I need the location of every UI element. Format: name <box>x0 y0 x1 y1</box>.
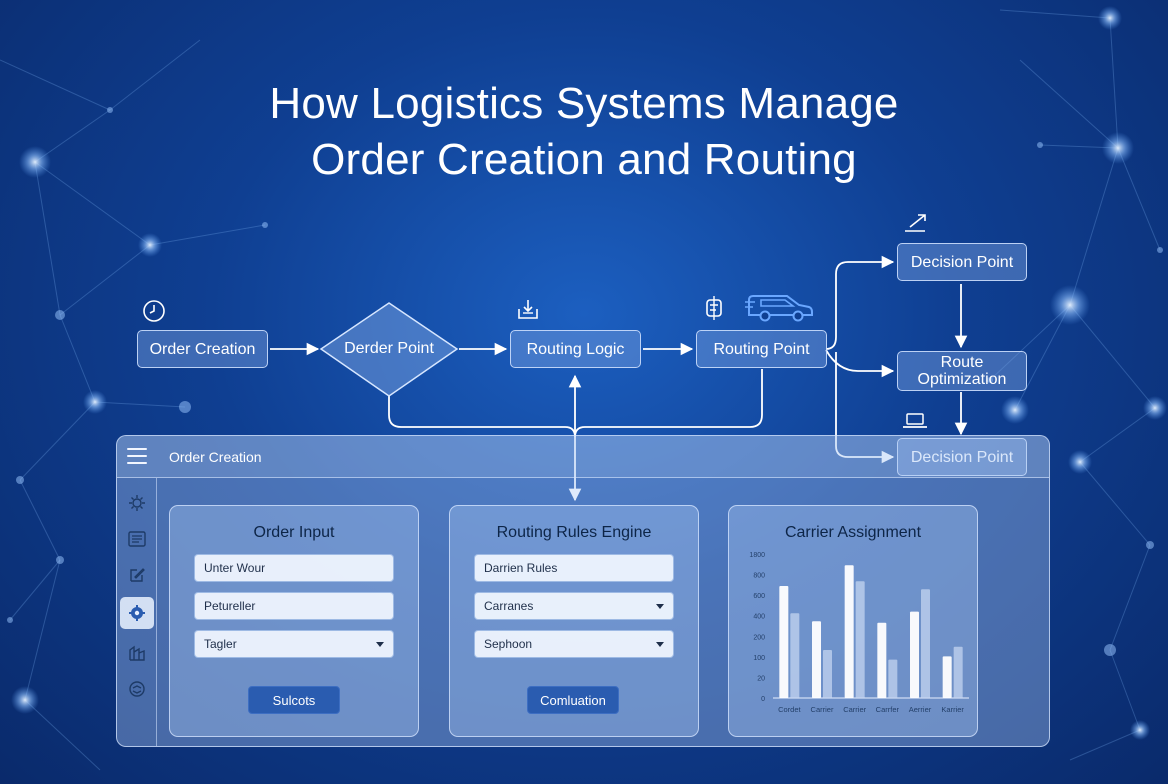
panel-header: Order Creation <box>117 436 1049 478</box>
chart-y-tick-label: 800 <box>753 573 765 580</box>
clock-icon <box>143 300 165 322</box>
routing-rules-select-1-value: Carranes <box>484 599 534 613</box>
chevron-down-icon <box>656 604 664 609</box>
node-derder-point[interactable]: Derder Point <box>344 340 434 357</box>
hamburger-menu-icon[interactable] <box>127 448 147 466</box>
chart-bar <box>953 646 963 698</box>
routing-rules-field-1[interactable]: Darrien Rules <box>474 554 674 582</box>
sidebar-settings-icon[interactable] <box>124 676 150 702</box>
chart-y-tick-label: 600 <box>753 593 765 600</box>
chart-bar <box>844 565 854 698</box>
order-input-select-1[interactable]: Tagler <box>194 630 394 658</box>
routing-rules-select-1[interactable]: Carranes <box>474 592 674 620</box>
chart-x-tick-label: Karrier <box>941 705 964 714</box>
card-carrier-assignment: Carrier Assignment 0 20 100 200 400 600 800 180… <box>728 505 978 737</box>
routing-rules-compute-button[interactable]: Comluation <box>527 686 619 714</box>
chart-bar <box>855 581 865 698</box>
sidebar-gear-icon[interactable] <box>124 490 150 516</box>
sidebar <box>117 478 157 746</box>
card-order-input: Order Input Unter Wour Petureller Tagler… <box>169 505 419 737</box>
laptop-icon <box>903 413 927 428</box>
routing-rules-select-2[interactable]: Sephoon <box>474 630 674 658</box>
title-line-1: How Logistics Systems Manage <box>269 79 899 128</box>
arrow-to-decision-top <box>825 255 895 350</box>
chart-x-tick-label: Carrfer <box>876 705 900 714</box>
chart-x-tick-label: Carrier <box>843 705 866 714</box>
node-route-optimization[interactable]: Route Optimization <box>897 351 1027 391</box>
route-pin-icon <box>706 296 722 320</box>
chart-bar <box>910 611 919 698</box>
chart-x-tick-label: Aerrier <box>909 705 932 714</box>
order-input-field-1[interactable]: Unter Wour <box>194 554 394 582</box>
order-input-field-2[interactable]: Petureller <box>194 592 394 620</box>
page-title: How Logistics Systems Manage Order Creat… <box>0 76 1168 188</box>
card-title-routing-rules: Routing Rules Engine <box>496 524 652 541</box>
sidebar-edit-icon[interactable] <box>124 562 150 588</box>
title-line-2: Order Creation and Routing <box>311 135 857 184</box>
order-input-submit-button[interactable]: Sulcots <box>248 686 340 714</box>
chart-y-tick-label: 100 <box>753 655 765 662</box>
chart-bar <box>812 621 821 698</box>
chart-bar <box>877 622 887 698</box>
delivery-van-icon <box>745 295 813 322</box>
sidebar-list-icon[interactable] <box>124 526 150 552</box>
card-title-order-input: Order Input <box>253 524 335 541</box>
chart-y-tick-label: 400 <box>753 614 765 621</box>
chevron-down-icon <box>656 642 664 647</box>
order-input-select-value: Tagler <box>204 637 237 651</box>
sidebar-routing-icon[interactable] <box>120 597 154 629</box>
node-decision-point-bottom[interactable]: Decision Point <box>897 438 1027 476</box>
connector-routing-point-down <box>574 369 763 438</box>
node-decision-point-top[interactable]: Decision Point <box>897 243 1027 281</box>
routing-rules-select-2-value: Sephoon <box>484 637 533 651</box>
node-routing-point[interactable]: Routing Point <box>696 330 827 368</box>
chart-y-tick-label: 20 <box>757 675 765 682</box>
trend-arrow-icon <box>905 214 926 232</box>
chart-x-tick-label: Cordet <box>778 705 801 714</box>
download-tray-icon <box>518 300 538 319</box>
card-routing-rules-engine: Routing Rules Engine Darrien Rules Carra… <box>449 505 699 737</box>
chart-bar <box>779 586 789 698</box>
sidebar-warehouse-icon[interactable] <box>124 640 150 666</box>
arrow-to-route-optimization <box>825 349 895 378</box>
chart-bar <box>888 659 898 698</box>
chevron-down-icon <box>376 642 384 647</box>
card-title-carrier-assignment: Carrier Assignment <box>784 524 922 541</box>
chart-bar <box>942 656 952 698</box>
panel-title: Order Creation <box>169 449 262 465</box>
chart-y-tick-label: 200 <box>753 634 765 641</box>
chart-y-tick-label: 0 <box>761 696 765 703</box>
node-order-creation[interactable]: Order Creation <box>137 330 268 368</box>
chart-bar <box>823 650 832 698</box>
app-panel: Order Creation Order Input Unter Wour Pe… <box>116 435 1050 747</box>
connector-diamond-down <box>388 396 576 438</box>
chart-x-tick-label: Carrier <box>811 705 834 714</box>
arrow-to-decision-bottom <box>835 352 895 464</box>
node-routing-logic[interactable]: Routing Logic <box>510 330 641 368</box>
chart-y-tick-label: 1800 <box>749 552 765 559</box>
chart-bar <box>921 589 930 698</box>
chart-bar <box>790 613 800 698</box>
diamond-shape <box>319 302 459 397</box>
